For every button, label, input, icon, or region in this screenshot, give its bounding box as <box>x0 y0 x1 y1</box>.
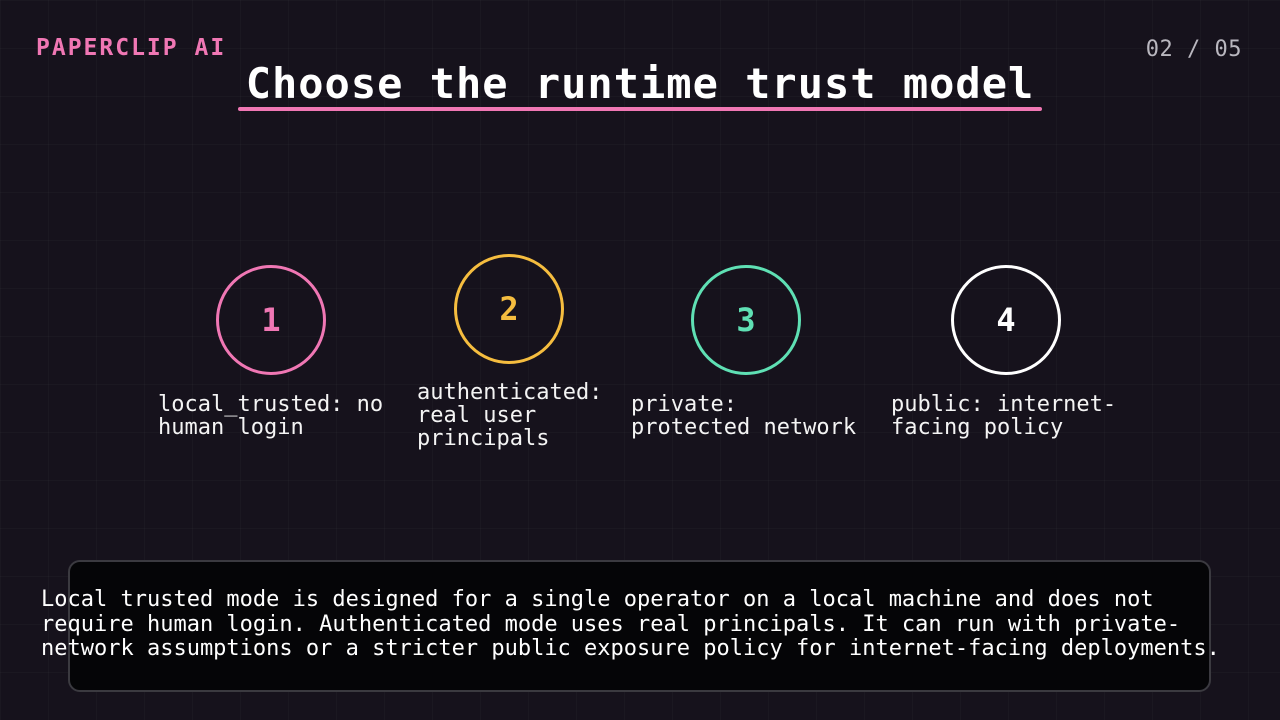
step-1-circle: 1 <box>216 265 326 375</box>
brand-label: PAPERCLIP AI <box>36 35 227 61</box>
step-3-label: private: protected network <box>631 392 857 440</box>
step-4-label: public: internet- facing policy <box>891 392 1117 440</box>
step-4-circle: 4 <box>951 265 1061 375</box>
slide-title: Choose the runtime trust model <box>245 59 1035 108</box>
caption-box <box>68 560 1211 692</box>
page-indicator: 02 / 05 <box>1145 37 1242 62</box>
step-2-number: 2 <box>499 290 519 328</box>
step-3-circle: 3 <box>691 265 801 375</box>
step-1-label: local_trusted: no human login <box>158 392 384 440</box>
step-3-number: 3 <box>736 301 756 339</box>
step-1-number: 1 <box>261 301 281 339</box>
step-4-number: 4 <box>996 301 1016 339</box>
title-underline <box>238 107 1042 111</box>
caption-text: Local trusted mode is designed for a sin… <box>41 587 1220 661</box>
step-2-label: authenticated: real user principals <box>417 380 603 451</box>
step-2-circle: 2 <box>454 254 564 364</box>
